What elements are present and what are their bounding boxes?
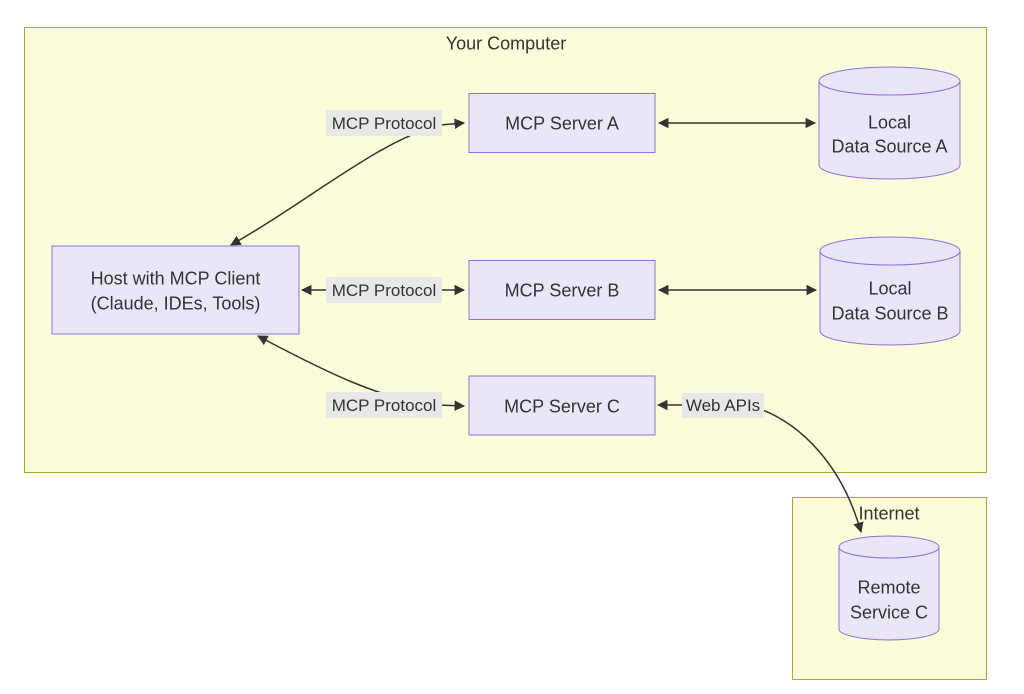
- host-label-line2: (Claude, IDEs, Tools): [91, 293, 261, 313]
- edge-label-web-apis: Web APIs: [686, 396, 760, 415]
- edge-label-mcp-protocol-c-bg: [326, 392, 442, 418]
- host-node: [51, 245, 300, 335]
- edge-label-mcp-protocol-b: MCP Protocol: [332, 281, 437, 300]
- local-data-source-a-cylinder: Local Data Source A: [818, 66, 961, 180]
- edge-labels: MCP Protocol MCP Protocol MCP Protocol W…: [326, 110, 764, 418]
- mcp-server-b-label: MCP Server B: [505, 280, 620, 300]
- mcp-server-a-node: [468, 93, 656, 153]
- data-source-a-line2: Data Source A: [831, 136, 947, 156]
- mcp-server-c-node: [468, 375, 656, 436]
- host-label-line1: Host with MCP Client: [91, 268, 261, 288]
- your-computer-label: Your Computer: [446, 33, 566, 53]
- data-source-b-line1: Local: [868, 278, 911, 298]
- internet-label: Internet: [858, 503, 919, 523]
- edge-label-mcp-protocol-b-bg: [326, 277, 442, 303]
- nodes: Host with MCP Client (Claude, IDEs, Tool…: [51, 66, 961, 641]
- mcp-server-a-label: MCP Server A: [505, 113, 619, 133]
- remote-service-c-line1: Remote: [857, 577, 920, 597]
- data-source-a-line1: Local: [868, 112, 911, 132]
- remote-service-c-line2: Service C: [850, 602, 928, 622]
- local-data-source-b-cylinder: Local Data Source B: [819, 236, 961, 346]
- edge-label-mcp-protocol-a: MCP Protocol: [332, 114, 437, 133]
- remote-service-c-cylinder: Remote Service C: [838, 535, 940, 641]
- mcp-server-c-label: MCP Server C: [504, 396, 620, 416]
- edge-label-mcp-protocol-c: MCP Protocol: [332, 396, 437, 415]
- edge-label-web-apis-bg: [682, 393, 764, 418]
- edge-label-mcp-protocol-a-bg: [326, 110, 442, 136]
- data-source-b-line2: Data Source B: [831, 303, 948, 323]
- mcp-server-b-node: [468, 260, 656, 320]
